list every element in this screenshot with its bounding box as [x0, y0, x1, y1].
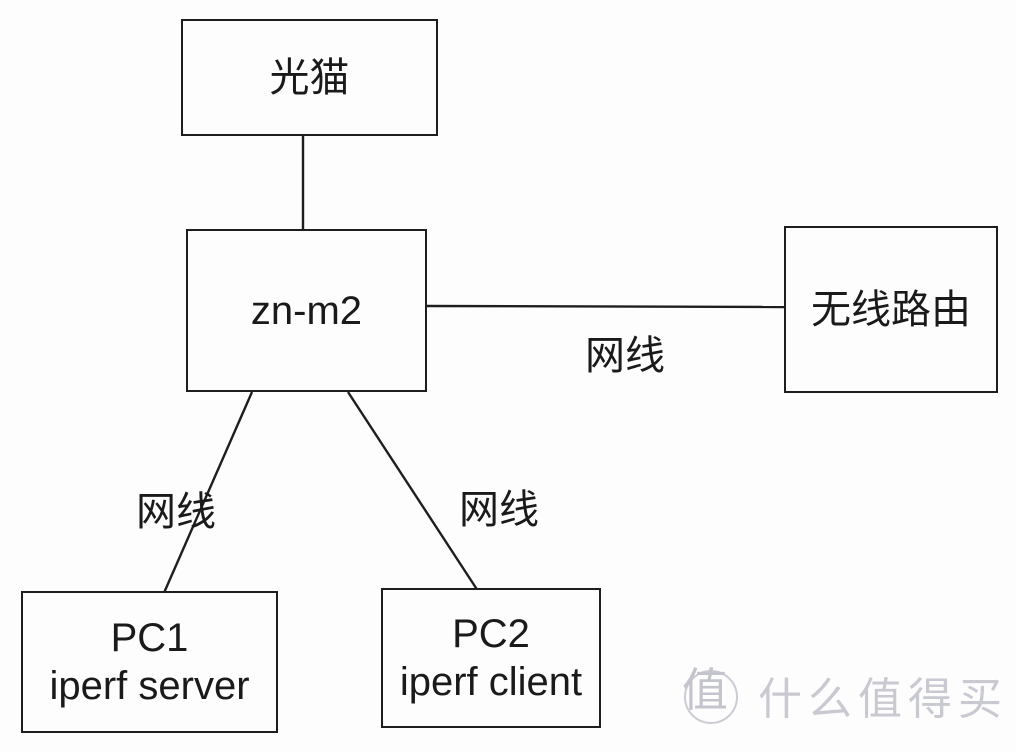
edge-label-ethernet-pc2: 网线 [459, 488, 539, 532]
node-wireless-router: 无线路由 [784, 226, 998, 393]
node-wireless-router-label: 无线路由 [811, 287, 971, 332]
smzdm-logo-circle [684, 670, 738, 724]
smzdm-watermark-text: 什么值得买 [758, 675, 1008, 724]
node-optical-modem-label: 光猫 [269, 55, 350, 100]
smzdm-watermark: 值 什么值得买 [680, 663, 1008, 727]
node-pc2-role: iperf client [399, 660, 583, 704]
node-pc1-iperf-server: PC1 iperf server [21, 591, 278, 733]
node-pc2-name: PC2 [452, 612, 530, 656]
node-pc1-name: PC1 [110, 616, 189, 660]
node-zn-m2-switch-label: zn-m2 [250, 288, 363, 333]
edge-label-ethernet-wan: 网线 [585, 334, 665, 378]
node-pc2-iperf-client: PC2 iperf client [381, 588, 601, 728]
node-zn-m2-switch: zn-m2 [186, 229, 427, 392]
node-pc1-role: iperf server [49, 664, 250, 708]
node-optical-modem: 光猫 [181, 19, 438, 136]
edge-label-ethernet-pc1: 网线 [136, 490, 216, 534]
edge-switch-router [426, 304, 785, 309]
smzdm-logo-icon: 值 [680, 664, 740, 726]
smzdm-logo-char: 值 [682, 664, 728, 716]
